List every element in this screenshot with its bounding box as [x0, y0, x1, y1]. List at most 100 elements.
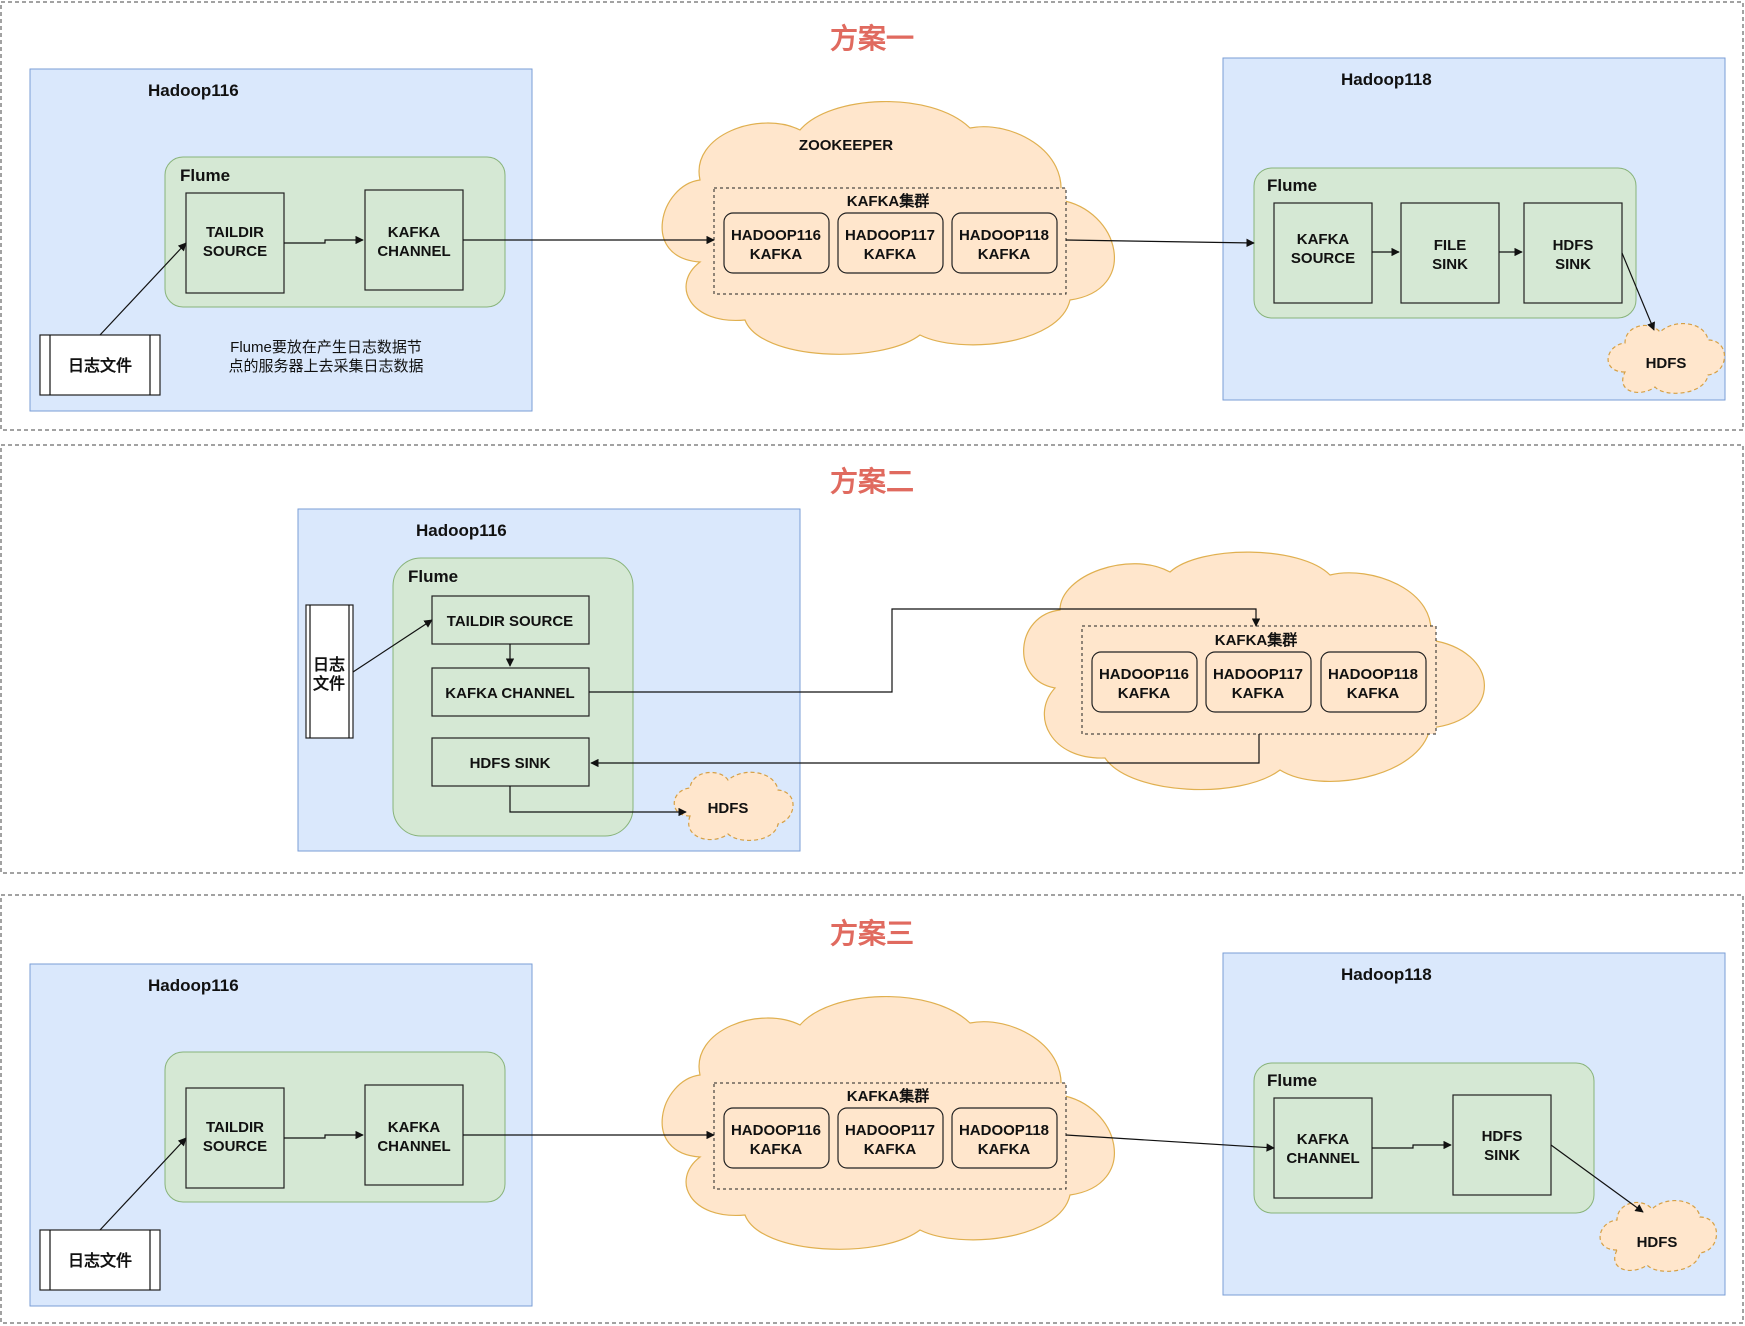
plan3-kafka-channel-b [1273, 1097, 1373, 1199]
plan2-hdfs-label: HDFS [708, 800, 749, 817]
plan3-hdfs-sink-line1: HDFS [1482, 1128, 1523, 1145]
plan3-cluster-label: KAFKA集群 [847, 1087, 930, 1105]
plan3-broker-118-line1: HADOOP118 [959, 1122, 1049, 1139]
plan1-kafka-source-line1: KAFKA [1297, 231, 1350, 248]
plan1-hdfs-label: HDFS [1646, 355, 1687, 372]
plan1-kafka-channel-line1: KAFKA [388, 224, 441, 241]
plan1-hdfs-sink [1523, 202, 1623, 304]
plan1-edge-log-source [99, 242, 187, 336]
plan2-hdfs-sink [431, 737, 590, 787]
plan2-title: 方案二 [830, 465, 914, 498]
plan1-title: 方案一 [830, 22, 914, 55]
plan1-hdfs-sink-line1: HDFS [1553, 237, 1594, 254]
plan1-border [0, 1, 1744, 431]
plan1-cluster-label: KAFKA集群 [847, 192, 930, 210]
plan1-edge-cluster-source [1065, 238, 1255, 248]
plan1-taildir-source-line2: SOURCE [203, 243, 267, 260]
plan2-host-label: Hadoop116 [416, 521, 507, 540]
plan1-hdfs-sink-line2: SINK [1555, 256, 1591, 273]
plan3-broker-117-line2: KAFKA [864, 1141, 917, 1158]
plan3-kafka-channel-line2: CHANNEL [377, 1138, 450, 1155]
plan2-broker-116-line1: HADOOP116 [1099, 666, 1189, 683]
plan3-broker-118 [951, 1107, 1058, 1169]
plan2-cluster-label: KAFKA集群 [1215, 631, 1298, 649]
plan1-broker-118 [951, 212, 1058, 274]
plan3-hdfs-sink [1452, 1094, 1552, 1196]
plan1-zookeeper-label: ZOOKEEPER [799, 137, 893, 154]
plan3-hdfs-sink-line2: SINK [1484, 1147, 1520, 1164]
plan3-broker-117-line1: HADOOP117 [845, 1122, 935, 1139]
plan1-broker-118-line2: KAFKA [978, 246, 1031, 263]
plan2-broker-118-line1: HADOOP118 [1328, 666, 1418, 683]
plan2-taildir-source-label: TAILDIR SOURCE [447, 613, 573, 630]
plan1-host-b-label: Hadoop118 [1341, 70, 1432, 89]
plan1-note-line2: 点的服务器上去采集日志数据 [228, 358, 423, 375]
plan2-border [0, 444, 1744, 874]
plan1-kafka-channel [364, 189, 464, 291]
plan1-log-file-label: 日志文件 [68, 356, 132, 375]
plan1-log-file [39, 334, 161, 396]
plan1-edge-source-channel [284, 235, 364, 245]
plan3-broker-116 [723, 1107, 830, 1169]
plan3-title: 方案三 [830, 917, 914, 950]
plan3-edge-channel-b-sink [1372, 1140, 1452, 1150]
plan3-broker-118-line2: KAFKA [978, 1141, 1031, 1158]
plan3-hdfs-storage [1599, 1200, 1717, 1272]
plan2-edge-channel-cluster [589, 608, 1261, 693]
plan1-file-sink [1400, 202, 1500, 304]
plan1-broker-117-line1: HADOOP117 [845, 227, 935, 244]
plan1-broker-116 [723, 212, 830, 274]
plan2-broker-117-line1: HADOOP117 [1213, 666, 1303, 683]
plan2-broker-116-line2: KAFKA [1118, 685, 1171, 702]
plan3-flume-b-label: Flume [1267, 1071, 1317, 1090]
plan1-flume-a-label: Flume [180, 166, 230, 185]
plan3-edge-sink-hdfs [1550, 1144, 1644, 1213]
plan1-note-line1: Flume要放在产生日志数据节 [230, 339, 422, 356]
plan2-broker-117 [1205, 651, 1312, 713]
plan3-taildir-source-line2: SOURCE [203, 1138, 267, 1155]
plan3-edge-cluster-channel-b [1065, 1134, 1275, 1152]
plan1-panel: 方案一 Hadoop116 Flume TAILDIR SOURCE KAFKA… [0, 1, 1744, 431]
plan3-broker-117 [837, 1107, 944, 1169]
plan1-host-a-label: Hadoop116 [148, 81, 239, 100]
plan2-kafka-channel-label: KAFKA CHANNEL [445, 685, 574, 702]
plan3-broker-116-line1: HADOOP116 [731, 1122, 821, 1139]
plan1-hdfs-storage [1607, 323, 1725, 394]
plan1-file-sink-line1: FILE [1434, 237, 1467, 254]
plan3-kafka-channel-b-line2: CHANNEL [1286, 1150, 1359, 1167]
plan2-hdfs-storage [673, 771, 794, 841]
plan3-edge-source-channel [284, 1130, 364, 1140]
plan2-edge-sink-hdfs [509, 786, 687, 817]
plan3-broker-116-line2: KAFKA [750, 1141, 803, 1158]
plan3-edge-log-source [99, 1137, 187, 1231]
plan1-broker-116-line2: KAFKA [750, 246, 803, 263]
plan3-kafka-channel-b-line1: KAFKA [1297, 1131, 1350, 1148]
plan2-broker-117-line2: KAFKA [1232, 685, 1285, 702]
plan1-flume-b-label: Flume [1267, 176, 1317, 195]
plan2-flume-label: Flume [408, 567, 458, 586]
plan1-kafka-channel-line2: CHANNEL [377, 243, 450, 260]
plan3-kafka-channel-line1: KAFKA [388, 1119, 441, 1136]
plan3-panel: 方案三 Hadoop116 TAILDIR SOURCE KAFKA CHANN… [0, 894, 1744, 1324]
plan1-broker-116-line1: HADOOP116 [731, 227, 821, 244]
plan2-log-file-line2: 文件 [313, 674, 345, 693]
plan1-broker-117-line2: KAFKA [864, 246, 917, 263]
plan3-border [0, 894, 1744, 1324]
plan2-hdfs-sink-label: HDFS SINK [470, 755, 551, 772]
plan3-host-b-label: Hadoop118 [1341, 965, 1432, 984]
plan3-log-file-label: 日志文件 [68, 1251, 132, 1270]
plan2-broker-116 [1091, 651, 1198, 713]
plan2-taildir-source [431, 595, 590, 645]
plan3-hdfs-label: HDFS [1637, 1234, 1678, 1251]
plan1-file-sink-line2: SINK [1432, 256, 1468, 273]
plan3-kafka-channel [364, 1084, 464, 1186]
plan3-taildir-source-line1: TAILDIR [206, 1119, 264, 1136]
plan1-edge-hdfssink-hdfs [1621, 252, 1655, 331]
plan2-kafka-channel [431, 667, 590, 717]
plan2-panel: 方案二 Hadoop116 Flume TAILDIR SOURCE KAFKA… [0, 444, 1744, 874]
plan1-kafka-source-line2: SOURCE [1291, 250, 1355, 267]
plan1-broker-118-line1: HADOOP118 [959, 227, 1049, 244]
plan3-taildir-source [185, 1087, 285, 1189]
plan2-broker-118 [1320, 651, 1427, 713]
